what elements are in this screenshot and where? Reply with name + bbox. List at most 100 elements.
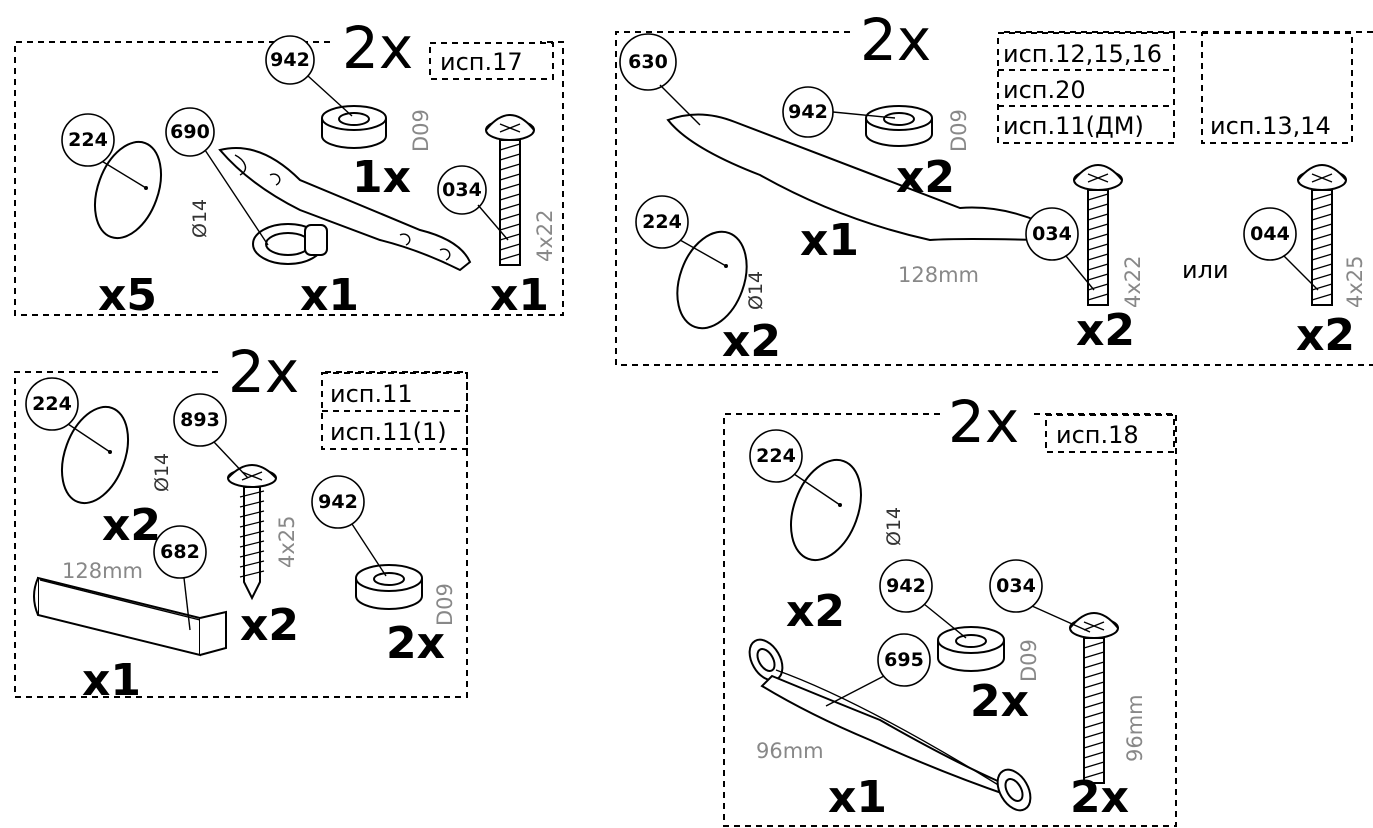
part-badge-044: 044 bbox=[1250, 223, 1290, 245]
leader-line bbox=[1031, 605, 1091, 633]
screw-034-part bbox=[1073, 164, 1123, 306]
or-label: или bbox=[1182, 256, 1229, 284]
leader-line bbox=[183, 577, 191, 631]
variant-tag-isp13-frame bbox=[1201, 32, 1353, 144]
washer-part bbox=[937, 626, 1005, 672]
dim-diameter-14: Ø14 bbox=[883, 507, 905, 546]
leader-line bbox=[99, 159, 147, 189]
leader-line bbox=[477, 204, 509, 241]
count-long-handle: x1 bbox=[800, 215, 859, 266]
panel-isp11-border bbox=[14, 371, 468, 698]
leader-line bbox=[307, 75, 353, 117]
part-badge-224: 224 bbox=[32, 393, 72, 415]
badge-circle bbox=[311, 475, 365, 529]
count-arched-handle: x1 bbox=[828, 772, 887, 823]
part-badge-942: 942 bbox=[886, 575, 926, 597]
badge-circle bbox=[61, 113, 115, 167]
count-screw: x1 bbox=[490, 270, 549, 321]
leader-line bbox=[923, 603, 967, 639]
badge-circle bbox=[265, 35, 315, 85]
dim-4x22: 4x22 bbox=[1121, 255, 1145, 308]
dim-4x25: 4x25 bbox=[1343, 255, 1367, 308]
leader-line bbox=[679, 239, 727, 267]
ornate-handle-part bbox=[218, 147, 472, 272]
part-badge-942: 942 bbox=[318, 491, 358, 513]
dim-diameter-14: Ø14 bbox=[189, 199, 211, 238]
washer-part bbox=[865, 105, 933, 147]
count-cap: x2 bbox=[722, 316, 781, 367]
leader-line bbox=[825, 675, 885, 707]
leader-line bbox=[204, 149, 269, 246]
part-badge-034: 034 bbox=[996, 575, 1036, 597]
variant-tag-isp18-frame bbox=[1045, 414, 1175, 453]
leader-line bbox=[213, 441, 249, 479]
dim-d09: D09 bbox=[409, 109, 433, 152]
arched-handle-part bbox=[748, 638, 1032, 812]
badge-circle bbox=[877, 633, 931, 687]
badge-circle bbox=[619, 33, 677, 91]
variant-tag-isp17-frame bbox=[429, 42, 554, 80]
badge-circle bbox=[1025, 207, 1079, 261]
leader-line bbox=[832, 111, 896, 119]
screw-part bbox=[1069, 612, 1119, 784]
panel-isp12-border bbox=[615, 31, 1373, 366]
dim-d09: D09 bbox=[1017, 639, 1041, 682]
leader-line bbox=[1283, 255, 1319, 291]
part-badge-695: 695 bbox=[884, 649, 924, 671]
count-cap: x5 bbox=[98, 270, 157, 321]
leader-line bbox=[793, 473, 841, 506]
washer-part bbox=[355, 564, 423, 610]
count-washer: 1x bbox=[352, 152, 411, 203]
count-washer: x2 bbox=[896, 152, 955, 203]
panel-isp17-border bbox=[14, 41, 564, 316]
long-handle-part bbox=[666, 113, 1041, 242]
badge-circle bbox=[437, 165, 487, 215]
panel-isp18: 2x исп.18 224 Ø14 x2 942 D09 2x 03 bbox=[723, 388, 1177, 827]
dim-4x22: 4x22 bbox=[533, 209, 557, 262]
dim-96mm: 96mm bbox=[756, 739, 824, 763]
dim-diameter-14: Ø14 bbox=[151, 453, 173, 492]
badge-circle bbox=[25, 377, 79, 431]
leader-line bbox=[351, 523, 387, 577]
part-badge-942: 942 bbox=[788, 101, 828, 123]
panel-isp17: 2x исп.17 224 x5 690 Ø14 x1 942 bbox=[14, 14, 564, 321]
badge-circle bbox=[173, 393, 227, 447]
cap-part bbox=[94, 140, 162, 240]
part-badge-942: 942 bbox=[270, 49, 310, 71]
part-badge-224: 224 bbox=[68, 129, 108, 151]
leader-line bbox=[67, 423, 111, 453]
badge-circle bbox=[749, 429, 803, 483]
variant-tag-isp13-14: исп.13,14 bbox=[1210, 112, 1331, 140]
count-handle: x1 bbox=[300, 270, 359, 321]
cap-part bbox=[676, 230, 748, 330]
dim-d09: D09 bbox=[947, 109, 971, 152]
part-badge-224: 224 bbox=[642, 211, 682, 233]
count-screw: 2x bbox=[1070, 772, 1129, 823]
variant-tag-isp11: исп.11 bbox=[330, 380, 413, 408]
bar-handle-part bbox=[33, 576, 227, 657]
badge-circle bbox=[165, 107, 215, 157]
panel-isp12-multiplier: 2x bbox=[860, 6, 931, 74]
part-badge-034: 034 bbox=[1032, 223, 1072, 245]
screw-044-part bbox=[1297, 164, 1347, 306]
variant-tag-isp17: исп.17 bbox=[440, 48, 523, 76]
leader-line bbox=[659, 84, 701, 126]
variant-tag-isp11-1: исп.11(1) bbox=[330, 418, 447, 446]
part-badge-630: 630 bbox=[628, 51, 668, 73]
dim-d09: D09 bbox=[433, 583, 457, 626]
variant-tag-isp11-dm: исп.11(ДМ) bbox=[1003, 112, 1144, 140]
part-badge-682: 682 bbox=[160, 541, 200, 563]
dim-4x25: 4x25 bbox=[275, 515, 299, 568]
part-badge-034: 034 bbox=[442, 179, 482, 201]
badge-circle bbox=[153, 525, 207, 579]
count-washer: 2x bbox=[970, 676, 1029, 727]
part-badge-690: 690 bbox=[170, 121, 210, 143]
count-washer: 2x bbox=[386, 618, 445, 669]
badge-circle bbox=[635, 195, 689, 249]
panel-isp11-multiplier: 2x bbox=[228, 338, 299, 406]
count-bar-handle: x1 bbox=[82, 655, 141, 706]
panel-isp18-border bbox=[723, 413, 1177, 827]
panel-isp12: 2x исп.12,15,16 исп.20 исп.11(ДМ) исп.13… bbox=[615, 6, 1373, 367]
cap-part bbox=[790, 458, 862, 562]
